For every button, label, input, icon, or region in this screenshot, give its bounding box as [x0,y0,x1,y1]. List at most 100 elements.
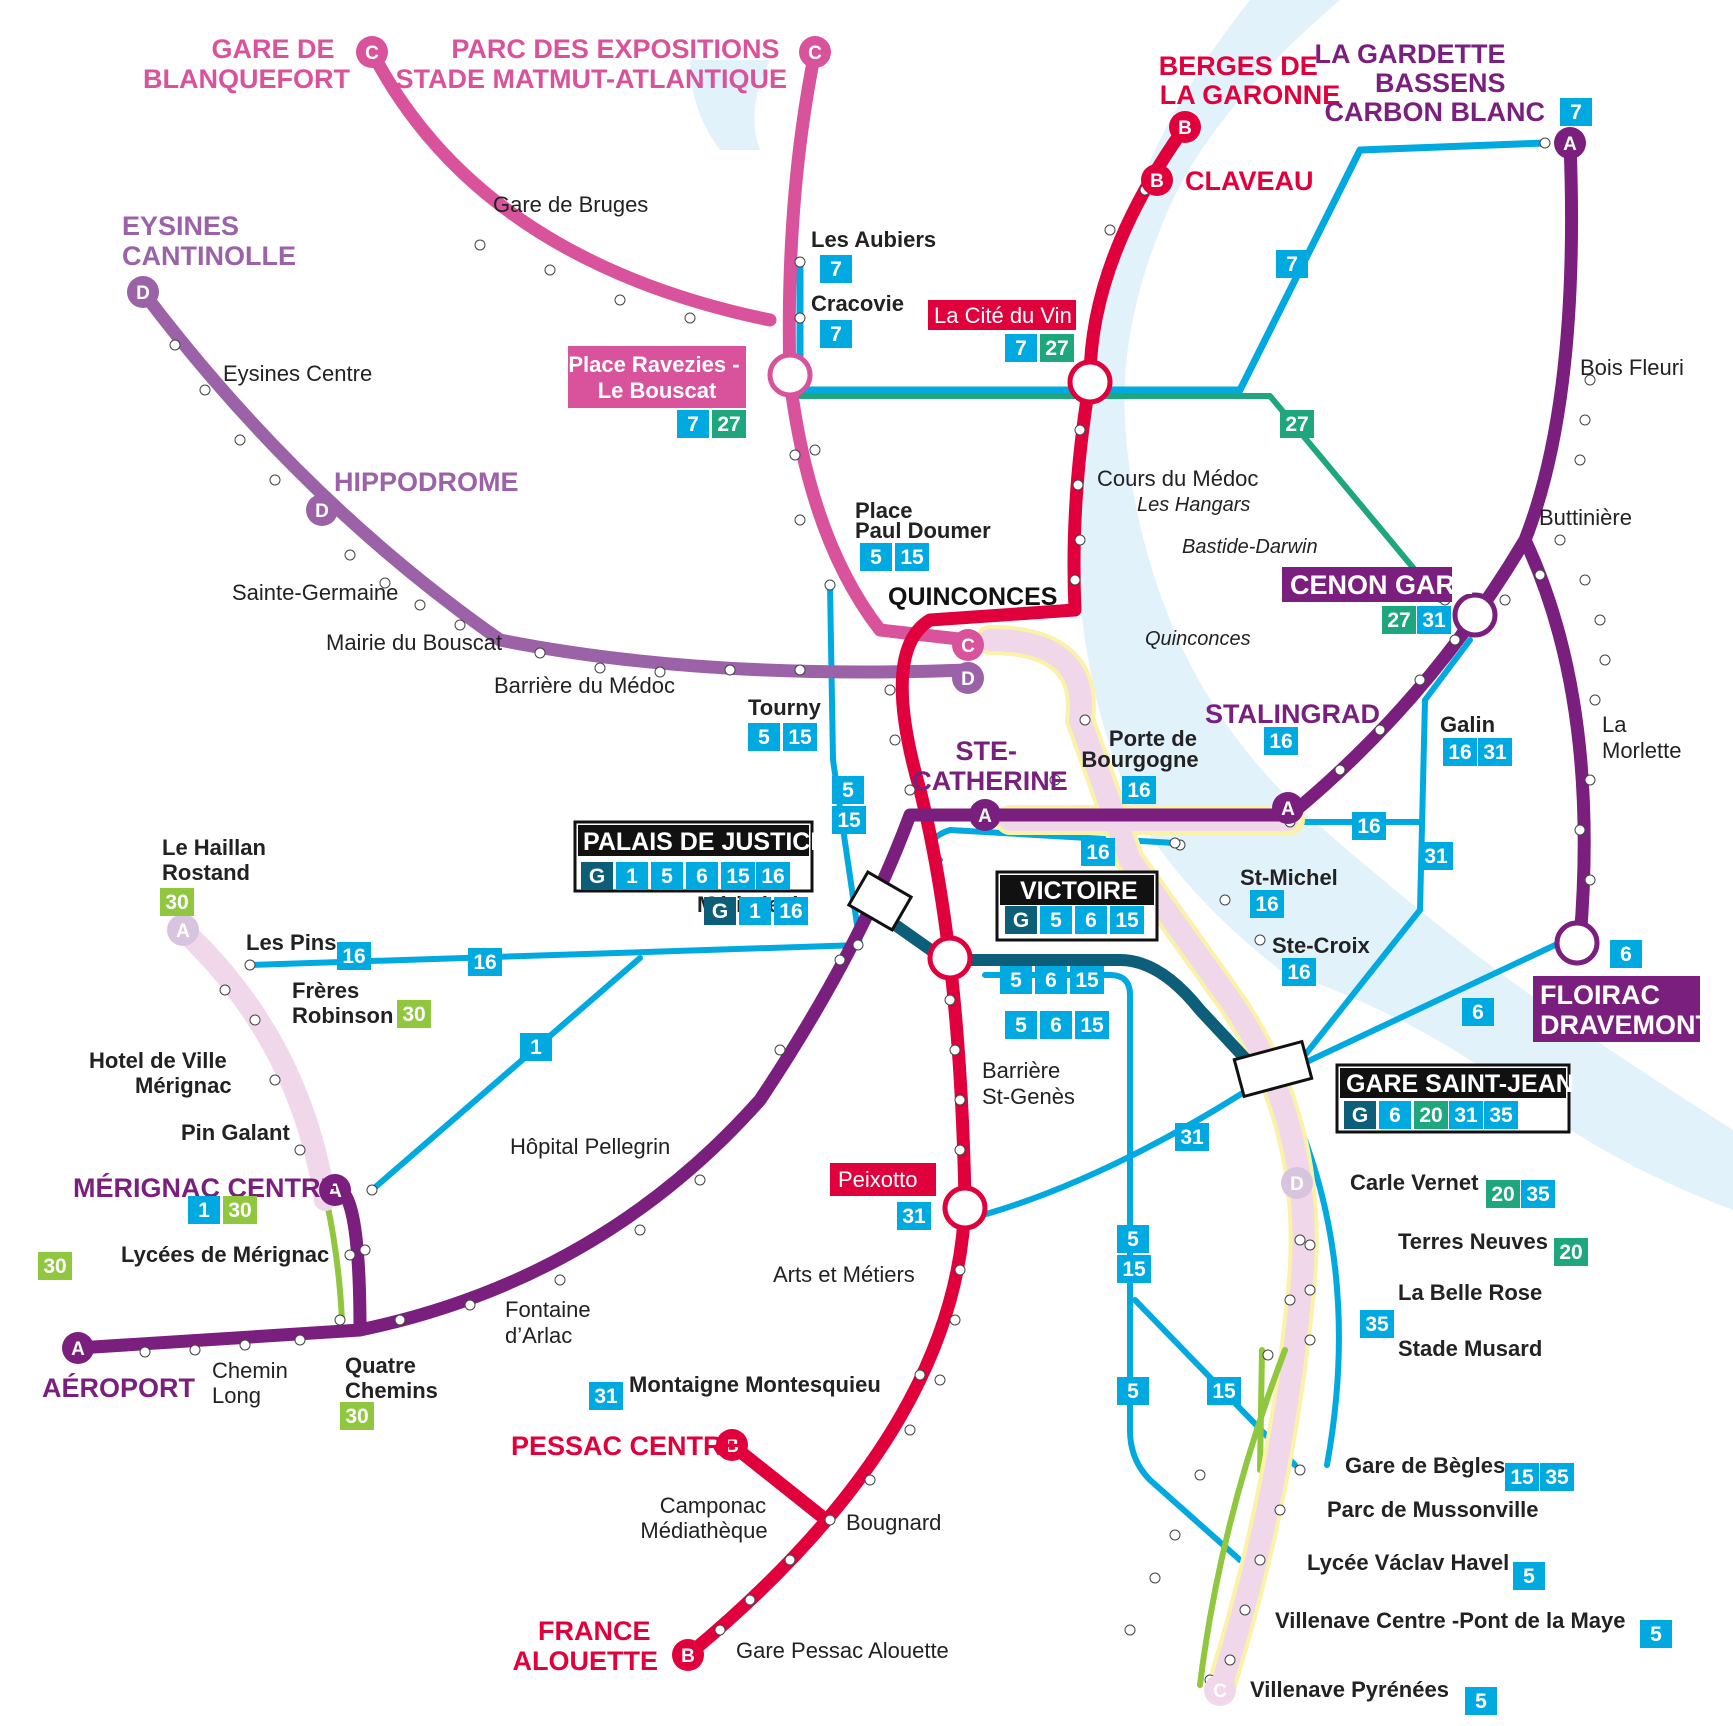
route-badge-16[interactable]: 16 [761,865,784,888]
route-badge-6[interactable]: 6 [1085,909,1097,932]
station-chemin-long[interactable]: Chemin Long [212,1358,294,1408]
station-les-hangars[interactable]: Les Hangars [1137,494,1250,516]
disc-b-alouette[interactable] [672,1639,704,1671]
station-dot[interactable] [714,1624,726,1636]
route-badge-20[interactable]: 20 [1491,1183,1514,1206]
route-badge-1[interactable]: 1 [198,1199,210,1222]
terminal-parc-expositions[interactable]: PARC DES EXPOSITIONS STADE MATMUT-ATLANT… [396,34,787,94]
station-dot[interactable] [199,384,211,396]
disc-b-claveau[interactable] [1141,164,1173,196]
station-dot[interactable] [189,1344,201,1356]
station-dot[interactable] [1049,774,1061,786]
route-badge-31[interactable]: 31 [594,1385,618,1408]
route-badge-1[interactable]: 1 [626,865,638,888]
hub-quinconces[interactable]: QUINCONCES [888,583,1057,611]
station-dot[interactable] [534,647,546,659]
disc-c-villenave[interactable] [1204,1674,1236,1706]
station-dot[interactable] [334,1314,346,1326]
hub-palais-justice[interactable]: PALAIS DE JUSTICE [583,828,827,856]
route-badge-5[interactable]: 5 [1523,1565,1535,1588]
station-camponac[interactable]: Camponac Médiathèque [640,1493,772,1543]
station-dot[interactable] [294,1144,306,1156]
station-bois-fleuri[interactable]: Bois Fleuri [1580,355,1684,380]
station-freres-robinson[interactable]: Frères Robinson [292,978,393,1028]
station-dot[interactable] [269,474,281,486]
station-dot[interactable] [366,1184,378,1196]
route-badge-16[interactable]: 16 [1269,730,1292,753]
disc-a-stalingrad[interactable] [1272,792,1304,824]
station-dot[interactable] [1534,569,1546,581]
station-dot[interactable] [634,1224,646,1236]
station-dot[interactable] [884,684,896,696]
route-badge-27[interactable]: 27 [1045,337,1068,360]
route-badge-5[interactable]: 5 [1127,1228,1139,1251]
route-badge-31[interactable]: 31 [1483,741,1507,764]
station-stade-musard[interactable]: Stade Musard [1398,1336,1542,1361]
station-paul-doumer[interactable]: Place Paul Doumer [855,498,991,543]
station-dot[interactable] [1079,714,1091,726]
route-badge-5[interactable]: 5 [1127,1380,1139,1403]
station-dot[interactable] [554,1274,566,1286]
route-badge-16[interactable]: 16 [779,900,802,923]
station-dot[interactable] [944,994,956,1006]
station-dot[interactable] [864,1474,876,1486]
route-badge-16[interactable]: 16 [473,951,496,974]
route-badge-5[interactable]: 5 [1650,1623,1662,1646]
route-badge-30[interactable]: 30 [345,1405,368,1428]
station-dot[interactable] [269,1074,281,1086]
station-dot[interactable] [414,599,426,611]
station-dot[interactable] [1574,824,1586,836]
terminal-aeroport[interactable]: AÉROPORT [42,1372,196,1403]
station-dot[interactable] [789,449,801,461]
station-dot[interactable] [1414,674,1426,686]
route-badge-15[interactable]: 15 [726,865,750,888]
station-dot[interactable] [1574,454,1586,466]
route-badge-16[interactable]: 16 [1255,893,1278,916]
route-badge-g[interactable]: G [1013,909,1029,932]
station-dot[interactable] [1449,634,1461,646]
station-dot[interactable] [169,339,181,351]
route-badge-15[interactable]: 15 [1075,969,1099,992]
route-badge-31[interactable]: 31 [1180,1126,1204,1149]
station-st-michel[interactable]: St-Michel [1240,865,1338,890]
station-cours-medoc[interactable]: Cours du Médoc [1097,466,1258,491]
palais-justice-interchange[interactable] [846,869,914,933]
route-badge-27[interactable]: 27 [1285,413,1308,436]
route-badge-15[interactable]: 15 [1510,1466,1534,1489]
terminal-blanquefort[interactable]: GARE DE BLANQUEFORT [143,34,350,94]
station-dot[interactable] [1599,654,1611,666]
route-badge-g[interactable]: G [712,900,728,923]
station-dot[interactable] [1254,1554,1266,1566]
station-hopital-pellegrin[interactable]: Hôpital Pellegrin [510,1134,670,1159]
station-dot[interactable] [544,264,556,276]
station-dot[interactable] [904,784,916,796]
terminal-floirac[interactable]: FLOIRAC DRAVEMONT [1540,980,1713,1040]
route-badge-6[interactable]: 6 [1472,1001,1484,1024]
station-dot[interactable] [1239,1604,1251,1616]
route-badge-5[interactable]: 5 [1015,1014,1027,1037]
station-dot[interactable] [794,256,806,268]
station-dot[interactable] [694,1174,706,1186]
route-badge-1[interactable]: 1 [749,900,761,923]
route-badge-35[interactable]: 35 [1526,1183,1550,1206]
station-dot[interactable] [1169,1529,1181,1541]
terminal-peixotto[interactable]: Peixotto [838,1167,918,1192]
station-dot[interactable] [1499,594,1511,606]
disc-d-carle-vernet[interactable] [1281,1167,1313,1199]
station-dot[interactable] [794,312,806,324]
station-dot[interactable] [1074,424,1086,436]
station-pin-galant[interactable]: Pin Galant [181,1120,290,1145]
station-dot[interactable] [724,664,736,676]
station-terres-neuves[interactable]: Terres Neuves [1398,1229,1548,1254]
station-dot[interactable] [394,1314,406,1326]
route-badge-27[interactable]: 27 [1387,609,1410,632]
station-dot[interactable] [344,1249,356,1261]
station-dot[interactable] [1104,224,1116,236]
station-dot[interactable] [1584,774,1596,786]
station-dot[interactable] [1262,1349,1274,1361]
station-montaigne[interactable]: Montaigne Montesquieu [629,1372,881,1397]
route-badge-5[interactable]: 5 [1475,1690,1487,1713]
station-dot[interactable] [1579,574,1591,586]
station-les-aubiers[interactable]: Les Aubiers [811,227,936,252]
route-badge-16[interactable]: 16 [1086,841,1109,864]
